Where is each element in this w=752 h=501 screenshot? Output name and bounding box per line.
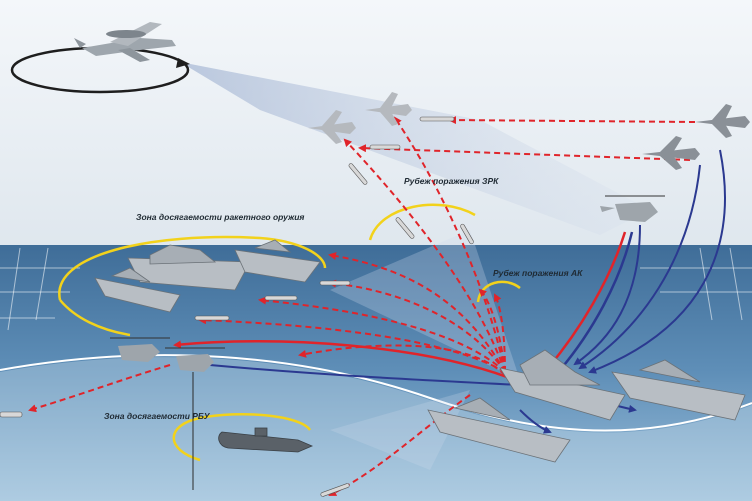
destroyer-icon xyxy=(94,267,181,313)
missile-zone-label: Зона досягаемости ракетного оружия xyxy=(136,212,305,222)
sonar-beam xyxy=(330,390,470,470)
helicopter-link-red xyxy=(546,231,627,370)
helicopter-link-blue xyxy=(558,231,634,372)
gun-zone-label: Рубеж поражения АК xyxy=(493,268,583,278)
sam-zone-arc xyxy=(368,203,476,241)
missile-zone-arc xyxy=(58,235,327,301)
fighter-jet-icon xyxy=(365,92,412,126)
flagship-cruiser-icon xyxy=(499,349,626,421)
fighter-jet-icon xyxy=(308,110,356,144)
helicopter-icon xyxy=(165,347,225,372)
rbu-zone-arc xyxy=(172,413,312,462)
destroyer-icon xyxy=(427,397,571,463)
helicopter-icon xyxy=(600,195,665,222)
missiles xyxy=(0,116,474,497)
foreground-wave xyxy=(0,357,752,501)
sea-grid xyxy=(0,247,752,331)
ships xyxy=(94,239,746,463)
outgoing-trajectories xyxy=(28,116,696,496)
ship-radar-beam xyxy=(330,230,520,380)
rbu-zone-label: Зона досягаемости РБУ xyxy=(104,411,210,421)
enemy-jets xyxy=(308,92,750,170)
submarine-icon xyxy=(218,427,314,453)
frigate-icon xyxy=(234,239,321,283)
orbit-arrow-icon xyxy=(176,58,190,68)
helicopter-icon xyxy=(110,337,170,362)
helicopter-control-link xyxy=(173,340,511,380)
fighter-jet-icon xyxy=(642,136,700,170)
missile-zone-arc-lower xyxy=(59,299,131,337)
sam-zone-label: Рубеж поражения ЗРК xyxy=(404,176,499,186)
helicopters xyxy=(110,195,665,372)
awacs-aircraft-icon xyxy=(74,22,176,62)
cruiser-icon xyxy=(611,359,746,421)
fighter-jet-icon xyxy=(695,104,750,138)
